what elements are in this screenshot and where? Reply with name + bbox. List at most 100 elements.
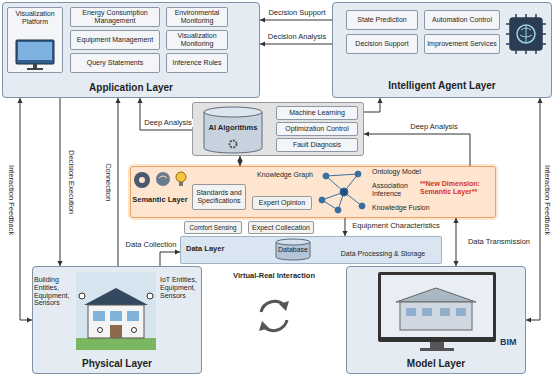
process-box: Decision Support <box>346 34 418 54</box>
box-fill <box>276 106 358 120</box>
process-box: Query Statements <box>70 53 160 73</box>
process-box: Optimization Control <box>276 122 358 136</box>
process-box: Automation Control <box>424 10 500 30</box>
process-box: Visualization Monitoring <box>166 30 228 50</box>
band-glow <box>128 164 498 220</box>
ai-title: AI Algorithms <box>200 124 266 132</box>
connector <box>526 98 543 323</box>
connector-line <box>60 98 61 266</box>
box-text: Expert Opinion <box>259 199 305 207</box>
box-text: Energy Consumption Management <box>73 9 157 25</box>
box-text: State Prediction <box>357 16 406 24</box>
entity-note: IoT Entities, Equipment, Sensors <box>160 276 199 299</box>
arrow-head <box>260 41 265 46</box>
process-box: State Prediction <box>346 10 418 30</box>
cycle-arrows-part <box>264 320 287 331</box>
connector <box>237 156 242 166</box>
bim-monitor-part <box>430 342 444 348</box>
box-fill <box>276 122 358 136</box>
edge-label: Equipment Characteristics <box>350 222 442 230</box>
arrow-head <box>526 317 531 322</box>
arrow-head <box>453 218 458 223</box>
arrow-head <box>237 156 242 161</box>
graph-label: Knowledge Graph <box>256 171 314 179</box>
data-band: Data LayerData Processing & StorageDatab… <box>180 236 442 264</box>
ontology-label: Ontology Model <box>372 168 426 176</box>
box-fill <box>166 53 228 73</box>
process-box: Inference Rules <box>166 53 228 73</box>
edge-label: Deep Analysis <box>400 123 468 131</box>
box-fill <box>192 102 364 156</box>
semantic-icons-part <box>139 177 145 183</box>
layer-panel: Intelligent Agent LayerState PredictionA… <box>332 2 552 98</box>
ontology-label: Association Inference <box>372 182 418 198</box>
edge-label: Interaction Feedback <box>7 164 15 236</box>
edge-label: Data Collection <box>122 241 180 249</box>
building-illustration-part <box>127 311 139 321</box>
layer-title: Application Layer <box>2 82 260 94</box>
connector <box>115 98 120 266</box>
ai-group-box: AI Algorithms Machine LearningOptimizatio… <box>192 102 364 156</box>
arrow-head <box>537 98 542 103</box>
connector <box>137 98 192 130</box>
ai-database-icon-part <box>230 141 237 148</box>
chip-icon-part <box>510 18 542 50</box>
box-text: Database <box>278 246 308 254</box>
cycle-arrows-part <box>259 321 269 331</box>
process-box: Fault Diagnosis <box>276 138 358 152</box>
layer-panel: Application LayerVisualization PlatformE… <box>2 2 260 98</box>
process-box: Equipment Management <box>70 30 160 50</box>
bim-monitor-part <box>381 275 493 337</box>
process-box: Environmental Monitoring <box>166 7 228 27</box>
ontology-graph-part <box>359 203 365 209</box>
arrow-head <box>17 98 22 103</box>
connector-line <box>364 134 470 166</box>
connector <box>260 41 332 46</box>
box-fill <box>70 30 160 50</box>
database-shape: Database <box>268 238 318 262</box>
bim-monitor <box>378 272 496 351</box>
connector <box>364 131 470 166</box>
box-fill <box>192 184 246 210</box>
process-box: Improvement Services <box>424 34 500 54</box>
connector <box>160 249 180 266</box>
monitor-icon <box>16 40 54 70</box>
arrow-head <box>377 98 382 103</box>
box-fill <box>2 2 260 98</box>
building-illustration-part <box>93 311 105 321</box>
edge-label: Decision Analysis <box>262 33 332 41</box>
building-illustration-part <box>147 293 153 299</box>
box-fill <box>166 7 228 27</box>
chip-icon-part <box>520 26 532 42</box>
process-box: Machine Learning <box>276 106 358 120</box>
box-text: Expect Collecation <box>252 224 310 232</box>
free-label: Virtual-Real Interaction <box>206 272 342 280</box>
bim-monitor-part <box>406 308 416 316</box>
process-box: Expert Opinion <box>252 196 312 210</box>
box-fill <box>248 221 314 234</box>
chip-icon <box>506 14 546 54</box>
building-illustration-part <box>76 338 156 350</box>
monitor-icon-part <box>33 64 37 68</box>
building-illustration-part <box>84 288 148 305</box>
box-text: Visualization Platform <box>9 10 61 26</box>
box-fill <box>346 10 418 30</box>
semantic-band: Semantic Layer Knowledge Graph Ontology Mo… <box>130 166 496 218</box>
process-box: Energy Consumption Management <box>70 7 160 27</box>
box-fill <box>7 7 63 73</box>
bim-monitor-part <box>422 308 432 316</box>
cycle-arrows-part <box>279 301 289 311</box>
connector-line <box>456 218 457 266</box>
ontology-graph-part <box>326 174 358 176</box>
monitor-icon-part <box>27 68 43 70</box>
connector-line <box>526 98 540 320</box>
chip-icon-part <box>517 25 535 43</box>
bim-monitor-part <box>456 308 466 316</box>
box-fill <box>184 221 242 234</box>
layer-title: Semantic Layer <box>132 196 188 204</box>
bim-monitor-part <box>378 272 496 342</box>
box-fill <box>252 196 312 210</box>
cycle-arrows-part <box>261 301 284 312</box>
box-fill <box>166 30 228 50</box>
